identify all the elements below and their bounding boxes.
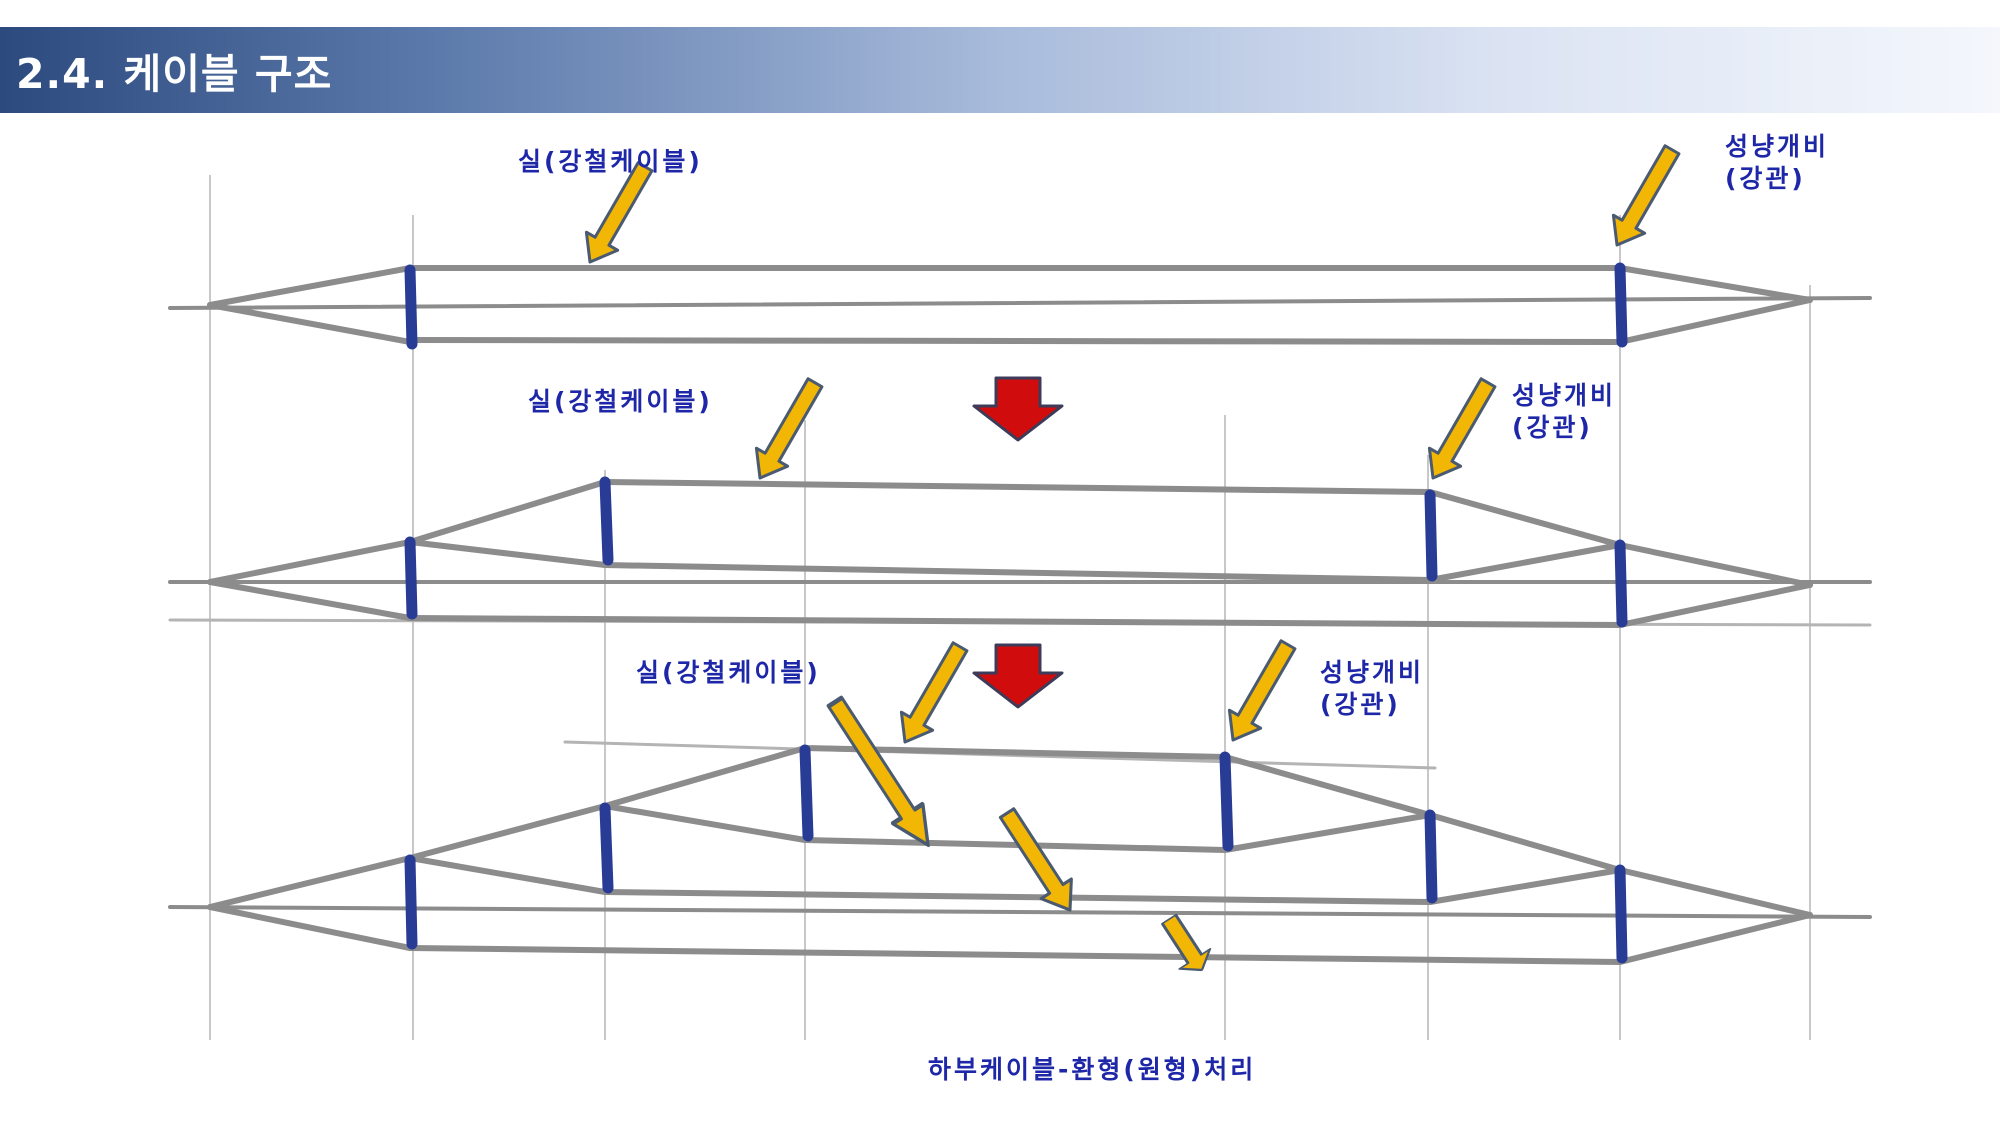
stage-3-diagram — [168, 740, 1872, 965]
down-arrow-icon — [972, 643, 1064, 709]
diagonal-arrow-icon — [1415, 372, 1506, 489]
label-wing-line1: 성냥개비 — [1512, 381, 1616, 410]
diagonal-arrow-icon — [1152, 908, 1219, 982]
label-wing-line1: 성냥개비 — [1725, 132, 1829, 161]
label-wing-line2: (강관) — [1320, 690, 1401, 719]
stage-3-struts — [404, 744, 1628, 964]
label-wing-line2: (강관) — [1725, 164, 1806, 193]
stage-2-struts — [404, 476, 1628, 628]
diagonal-arrow-icon — [742, 372, 833, 489]
label-bottom-cable: 하부케이블-환형(원형)처리 — [928, 1055, 1256, 1084]
stage-2-diagram — [168, 479, 1872, 628]
label-silk-cable: 실(강철케이블) — [636, 658, 821, 687]
label-silk-cable: 실(강철케이블) — [528, 387, 713, 416]
diagonal-arrow-icon — [887, 636, 978, 753]
stage-1-diagram — [168, 265, 1872, 345]
diagonal-arrow-icon — [1215, 634, 1306, 751]
down-arrow-icon — [972, 376, 1064, 442]
label-wing-line1: 성냥개비 — [1320, 658, 1424, 687]
diagonal-arrow-icon — [1599, 139, 1690, 256]
stage-1-struts — [404, 262, 1628, 350]
slide-title: 2.4. 케이블 구조 — [16, 50, 333, 98]
title-bar: 2.4. 케이블 구조 — [0, 27, 2000, 113]
label-silk-cable: 실(강철케이블) — [518, 147, 703, 176]
diagonal-arrow-icon — [990, 801, 1087, 922]
label-wing-line2: (강관) — [1512, 413, 1593, 442]
